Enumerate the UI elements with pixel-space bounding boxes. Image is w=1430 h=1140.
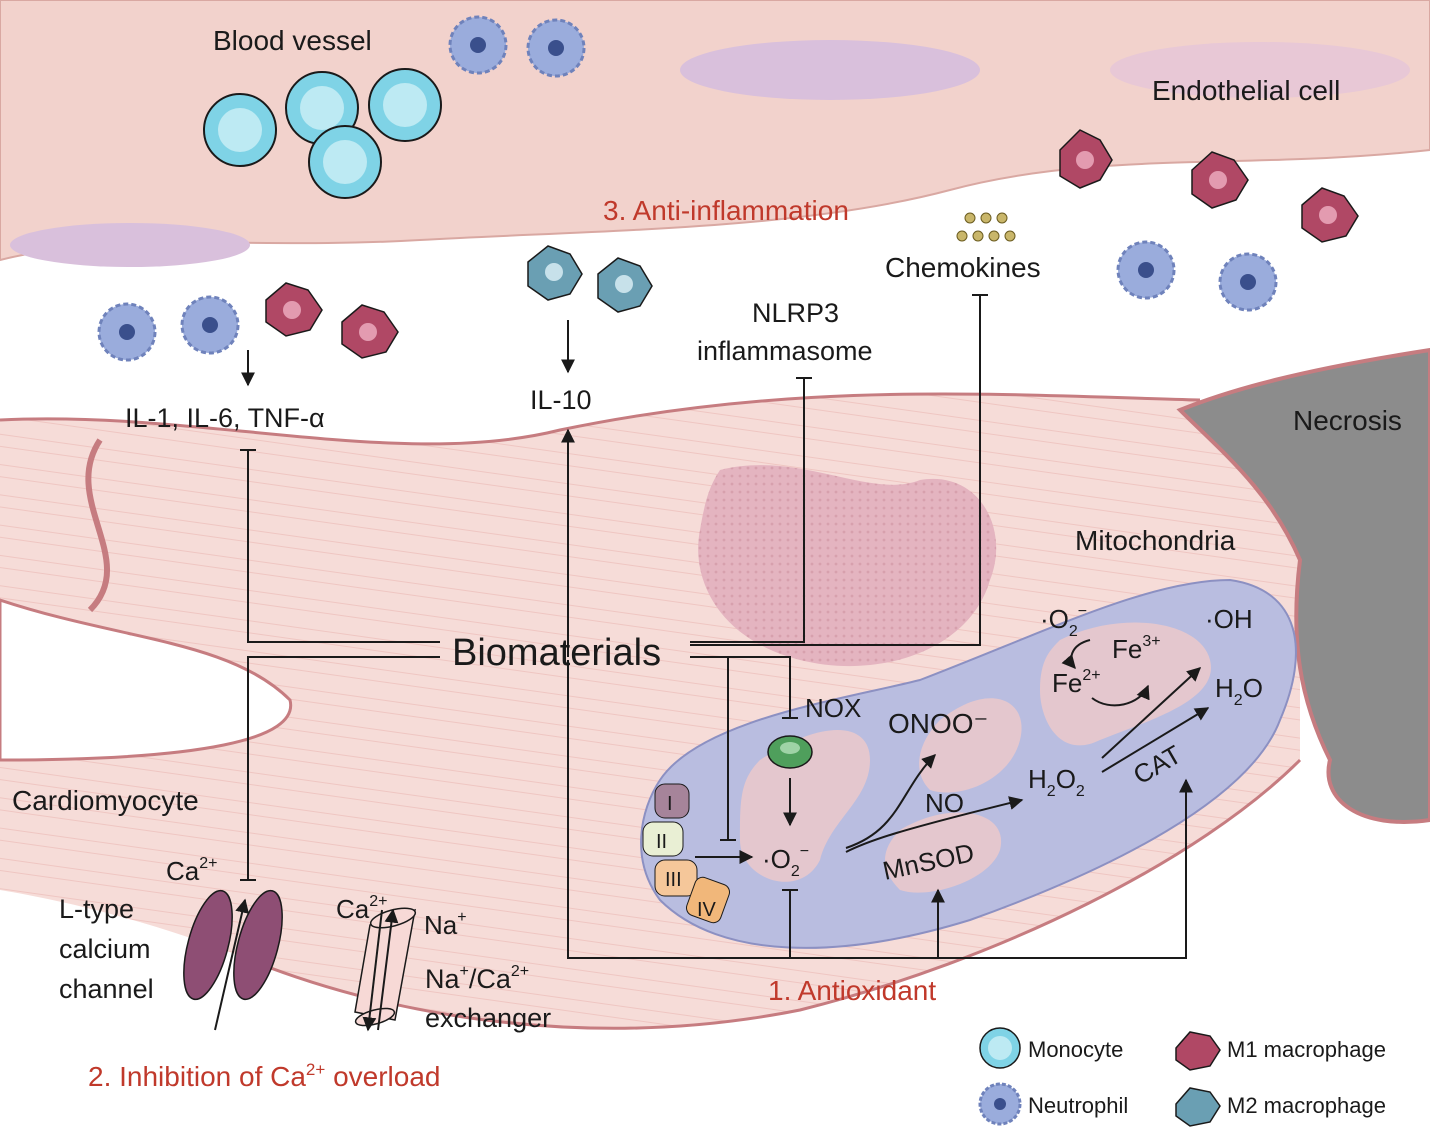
legend-m2-label: M2 macrophage: [1227, 1093, 1386, 1118]
exchanger-label-line2: exchanger: [425, 1003, 551, 1033]
necrosis-label: Necrosis: [1293, 405, 1402, 436]
biomaterials-label: Biomaterials: [452, 632, 661, 674]
il10-label: IL-10: [530, 385, 592, 415]
m1-macrophage: [1059, 129, 1113, 189]
neutrophil-cell: [97, 302, 157, 362]
monocyte-cluster: [203, 68, 442, 199]
nox-enzyme: [767, 735, 813, 769]
cell-border: [0, 392, 1201, 446]
inhibition-heading: 2. Inhibition of Ca2+ overload: [88, 1060, 441, 1092]
superoxide-label: ·O2−: [762, 843, 809, 880]
mitochondrion-cristae: [740, 730, 870, 882]
pathway-lines: [214, 294, 1210, 1032]
complex-i: [654, 783, 690, 819]
ferrous-label: Fe2+: [1052, 667, 1101, 698]
complex-iv: [685, 876, 731, 924]
complex-iii-label: III: [665, 869, 682, 891]
l-type-calcium-channel: [183, 889, 283, 1001]
anti-inflammation-heading: 3. Anti-inflammation: [603, 195, 849, 226]
hydroxyl-label: ·OH: [1205, 604, 1253, 634]
endothelial-nucleus: [1110, 42, 1410, 98]
ltype-label-line1: L-type: [59, 894, 134, 924]
blood-vessel-label: Blood vessel: [213, 25, 372, 56]
neutrophil-cell: [1218, 252, 1278, 312]
legend: Monocyte Neutrophil M1 macrophage M2 mac…: [978, 1027, 1386, 1127]
superoxide-mito-label: ·O2−: [1040, 603, 1087, 640]
interstitial-gap: [0, 598, 293, 762]
cardiomyocyte-nucleus-texture: [698, 465, 997, 667]
calcium-ion-label: Ca2+: [166, 855, 218, 886]
neutrophil-cell: [448, 15, 508, 75]
cell-border: [249, 758, 1302, 1030]
nlrp3-label-line2: inflammasome: [697, 336, 873, 366]
exchanger-label-line1: Na+/Ca2+: [425, 963, 529, 994]
m2-macrophage: [527, 245, 583, 301]
sodium-ion-label: Na+: [424, 909, 467, 940]
ferric-label: Fe3+: [1112, 633, 1161, 664]
cardiomyocyte-label: Cardiomyocyte: [12, 785, 199, 816]
endothelial-cell-label: Endothelial cell: [1152, 75, 1340, 106]
ltype-label-line3: channel: [59, 974, 154, 1004]
m1-macrophage: [1191, 151, 1249, 209]
m2-macrophage: [597, 257, 653, 313]
m1-macrophage: [1301, 187, 1359, 243]
endothelial-nucleus: [680, 40, 980, 100]
complex-iii: [654, 859, 698, 897]
mitochondrion-cristae: [1040, 622, 1211, 746]
nox-label: NOX: [805, 693, 861, 723]
complex-iv-label: IV: [697, 899, 717, 921]
cytokines-label: IL-1, IL-6, TNF-α: [125, 403, 325, 433]
no-label: NO: [925, 788, 964, 818]
cell-border: [85, 438, 111, 613]
peroxynitrite-label: ONOO⁻: [888, 708, 988, 739]
neutrophil-cell: [180, 295, 240, 355]
water-label: H2O: [1215, 673, 1263, 709]
neutrophil-cell: [1116, 240, 1176, 300]
necrosis-region: [1176, 347, 1430, 824]
m1-macrophage: [265, 282, 323, 337]
legend-monocyte-label: Monocyte: [1028, 1037, 1123, 1062]
m1-macrophage: [341, 304, 399, 359]
chemokine-particles: [956, 212, 1016, 242]
endothelial-nucleus: [10, 223, 250, 267]
complex-ii: [642, 821, 684, 857]
antioxidant-heading: 1. Antioxidant: [768, 975, 936, 1006]
legend-m2-icon: [1175, 1087, 1221, 1127]
legend-m1-label: M1 macrophage: [1227, 1037, 1386, 1062]
complex-i-label: I: [667, 793, 673, 815]
mitochondrion-cristae: [919, 698, 1022, 793]
nlrp3-label-line1: NLRP3: [752, 298, 839, 328]
complex-ii-label: II: [656, 831, 667, 853]
neutrophil-cell: [526, 18, 586, 78]
calcium-exchanger-label: Ca2+: [336, 893, 388, 924]
ltype-label-line2: calcium: [59, 934, 151, 964]
mitochondria-label: Mitochondria: [1075, 525, 1236, 556]
mitochondrion-cristae: [885, 812, 1002, 893]
hydrogen-peroxide-label: H2O2: [1028, 764, 1085, 800]
legend-m1-icon: [1175, 1031, 1221, 1071]
chemokines-label: Chemokines: [885, 252, 1041, 283]
legend-neutrophil-label: Neutrophil: [1028, 1093, 1128, 1118]
